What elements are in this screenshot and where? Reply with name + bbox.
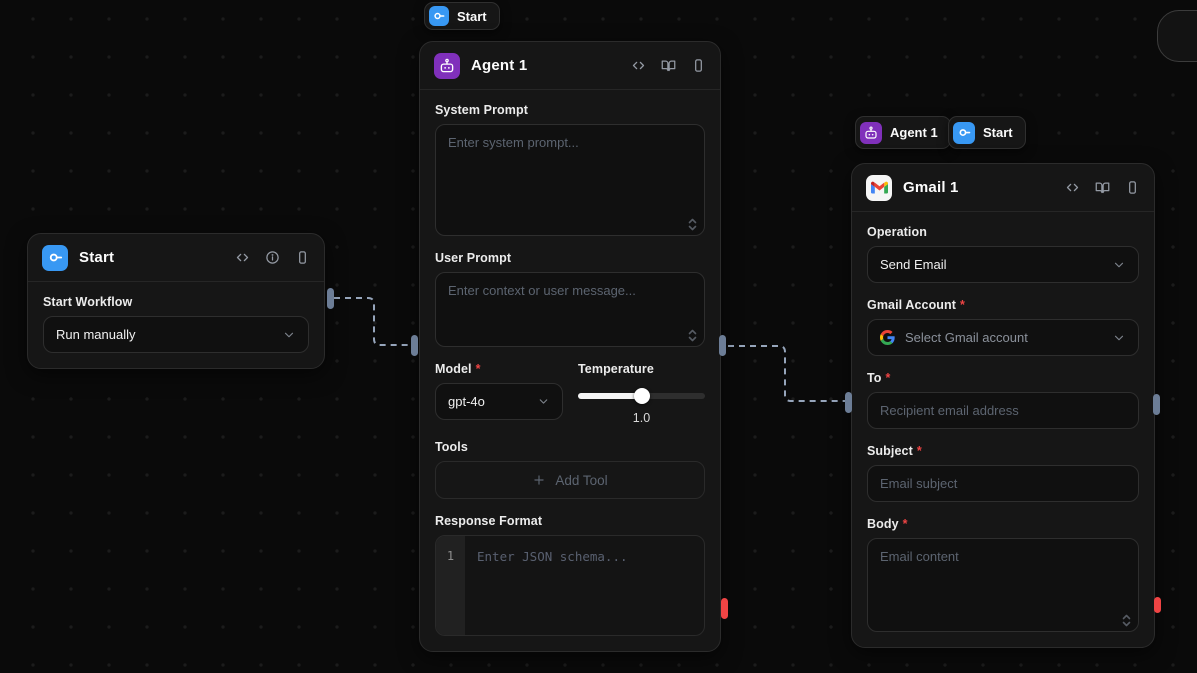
gmail-account-value: Select Gmail account [905,330,1028,345]
to-input[interactable] [867,392,1139,429]
start-chip-top[interactable]: Start [424,2,500,30]
node-title: Agent 1 [471,57,528,74]
subject-label: Subject* [867,444,922,458]
robot-icon [434,52,460,79]
model-select[interactable]: gpt-4o [435,383,563,420]
gmail-account-label: Gmail Account* [867,298,966,312]
info-icon[interactable] [265,250,280,265]
agent-node-header: Agent 1 [420,42,720,90]
chevron-down-icon [1112,331,1126,345]
start-icon [42,244,68,271]
code-icon[interactable] [631,58,646,73]
subject-input[interactable] [867,465,1139,502]
system-prompt-label: System Prompt [435,103,528,117]
chip-label: Agent 1 [890,125,938,140]
temperature-value: 1.0 [632,411,651,425]
partial-node-top-right[interactable] [1157,10,1197,62]
run-mode-value: Run manually [56,327,136,342]
resize-grip-icon[interactable] [1121,614,1132,627]
chevron-down-icon [1112,258,1126,272]
json-schema-input[interactable]: Enter JSON schema... [477,549,628,564]
google-icon [880,330,895,345]
start-node[interactable]: Start Start Workflow Run manually [27,233,325,369]
response-format-editor[interactable]: 1 Enter JSON schema... [435,535,705,636]
phone-icon[interactable] [1125,180,1140,195]
start-chip[interactable]: Start [948,116,1026,149]
connection-start-to-agent[interactable] [334,297,411,346]
user-prompt-label: User Prompt [435,251,512,265]
gmail-node-header: Gmail 1 [852,164,1154,212]
gmail-error-handle[interactable] [1154,597,1161,613]
add-tool-label: Add Tool [555,472,608,488]
line-number: 1 [436,536,465,635]
node-title: Gmail 1 [903,179,959,196]
temperature-label: Temperature [578,362,654,376]
required-marker: * [916,444,922,458]
chip-label: Start [457,8,487,24]
add-tool-button[interactable]: Add Tool [435,461,705,499]
chevron-down-icon [282,328,296,342]
response-format-label: Response Format [435,514,543,528]
start-output-handle[interactable] [327,288,334,309]
operation-select[interactable]: Send Email [867,246,1139,283]
book-icon[interactable] [661,58,676,73]
start-node-header: Start [28,234,324,282]
temperature-slider[interactable] [578,388,705,404]
resize-grip-icon[interactable] [687,218,698,231]
body-input[interactable] [867,538,1139,632]
phone-icon[interactable] [691,58,706,73]
gmail-node[interactable]: Gmail 1 Operation Send Email Gmail Accou… [851,163,1155,648]
tools-label: Tools [435,440,468,454]
agent-output-handle[interactable] [719,335,726,356]
book-icon[interactable] [1095,180,1110,195]
system-prompt-input[interactable] [435,124,705,236]
plus-icon [532,473,546,487]
temperature-knob[interactable] [633,388,650,404]
gmail-icon [866,174,892,201]
model-value: gpt-4o [448,394,485,409]
code-icon[interactable] [235,250,250,265]
node-title: Start [79,249,115,266]
operation-value: Send Email [880,257,947,272]
operation-label: Operation [867,225,927,239]
code-icon[interactable] [1065,180,1080,195]
resize-grip-icon[interactable] [687,329,698,342]
required-marker: * [475,362,481,376]
agent-node[interactable]: Agent 1 System Prompt User Prompt Model* [419,41,721,652]
required-marker: * [960,298,966,312]
body-label: Body* [867,517,908,531]
required-marker: * [885,371,891,385]
chip-label: Start [983,125,1013,140]
start-workflow-label: Start Workflow [43,295,133,309]
temperature-fill [578,393,642,399]
phone-icon[interactable] [295,250,310,265]
model-label: Model* [435,362,481,376]
chevron-down-icon [537,395,550,408]
agent-chip[interactable]: Agent 1 [855,116,951,149]
run-mode-select[interactable]: Run manually [43,316,309,353]
connection-agent-to-gmail[interactable] [728,345,845,402]
agent-input-handle[interactable] [411,335,418,356]
robot-icon [860,121,882,144]
required-marker: * [902,517,908,531]
start-icon [953,121,975,144]
start-icon [429,6,449,26]
user-prompt-input[interactable] [435,272,705,347]
agent-error-handle[interactable] [721,598,728,619]
to-label: To* [867,371,891,385]
gmail-input-handle[interactable] [845,392,852,413]
gmail-output-handle[interactable] [1153,394,1160,415]
gmail-account-select[interactable]: Select Gmail account [867,319,1139,356]
